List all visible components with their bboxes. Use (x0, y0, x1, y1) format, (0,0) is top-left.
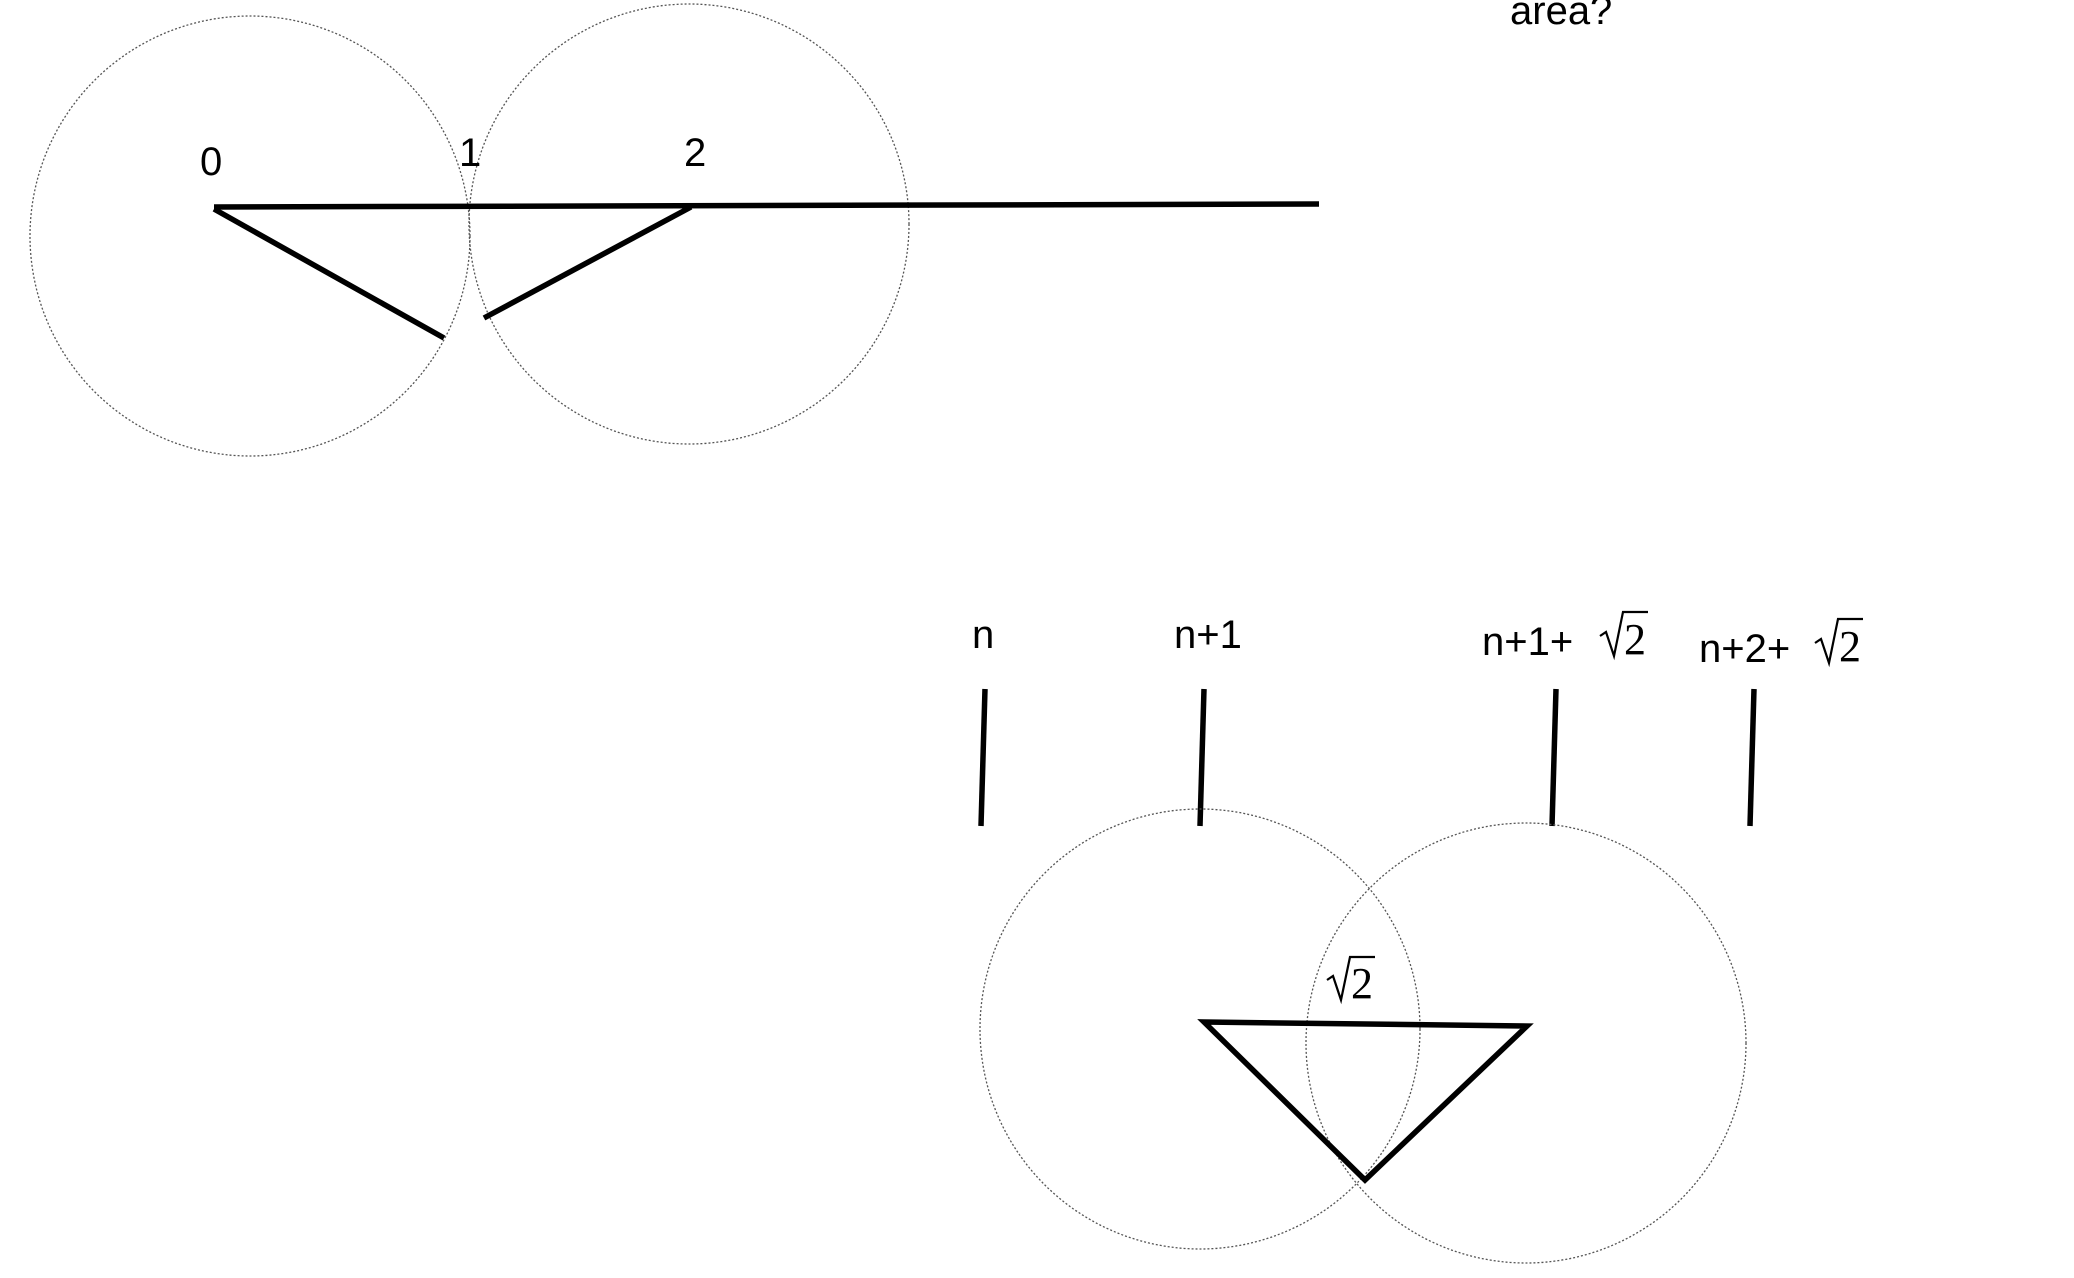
circle-bottom-left (979, 808, 1421, 1250)
tick-n-plus-1-plus-root2 (1549, 688, 1559, 827)
bottom-diagram: n n+1 n+1+ 2 n+2+ 2 2 (972, 610, 1863, 1264)
side-length-label: 2 (1351, 959, 1373, 1008)
label-2: 2 (684, 131, 706, 175)
label-0: 0 (200, 140, 222, 184)
root-value-1: 2 (1624, 615, 1646, 664)
sqrt-icon (1599, 610, 1648, 661)
label-n: n (972, 613, 994, 657)
triangle (1197, 1019, 1534, 1184)
tick-n-plus-2-plus-root2 (1747, 688, 1757, 827)
circle-left (29, 15, 471, 457)
label-1: 1 (459, 131, 481, 175)
top-diagram: 0 1 2 (29, 3, 1320, 457)
question-text: area? (1510, 0, 1612, 33)
segment-from-2 (482, 204, 693, 321)
label-n-plus-2-plus: n+2+ (1699, 627, 1790, 671)
circle-bottom-right (1305, 822, 1747, 1264)
sqrt-icon (1814, 617, 1863, 668)
segment-from-0 (212, 206, 446, 341)
circle-right (468, 3, 910, 445)
label-n-plus-1-plus: n+1+ (1482, 620, 1573, 664)
number-line (213, 201, 1320, 210)
tick-n (978, 688, 988, 827)
root-value-2: 2 (1839, 622, 1861, 671)
sqrt-icon (1326, 955, 1375, 1005)
tick-n-plus-1 (1197, 688, 1207, 827)
label-n-plus-1: n+1 (1174, 613, 1242, 657)
